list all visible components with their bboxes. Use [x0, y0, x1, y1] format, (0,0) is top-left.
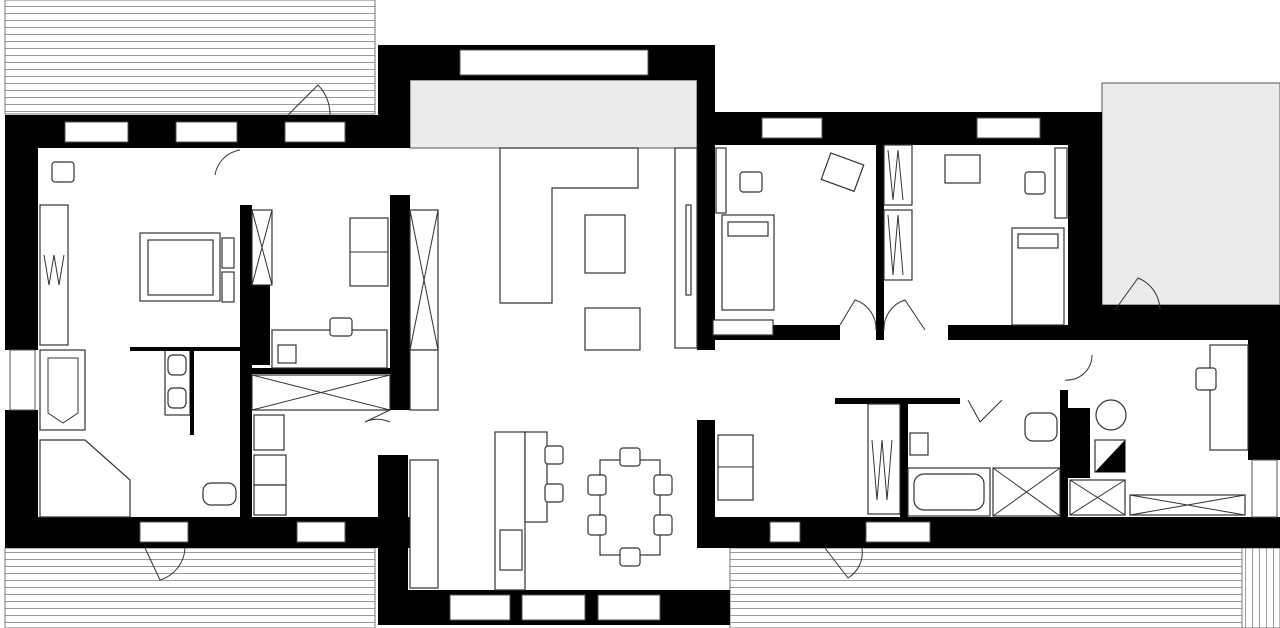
shaded-area-right	[1101, 82, 1280, 306]
shower-tray	[992, 467, 1061, 517]
desk-study	[271, 329, 388, 369]
doors	[144, 84, 1161, 581]
sink	[253, 414, 285, 451]
bed-master	[139, 232, 235, 303]
wardrobe-hall	[409, 209, 439, 351]
bed-single	[1011, 227, 1065, 326]
round-table	[1095, 399, 1127, 431]
coffee-table	[584, 214, 626, 274]
shaded-area-top	[409, 79, 698, 149]
radiator	[712, 319, 774, 336]
armchair	[944, 154, 981, 184]
armchair	[820, 152, 865, 193]
toilet	[1024, 412, 1058, 442]
bar-stools	[544, 445, 564, 503]
wardrobe-left	[39, 204, 69, 346]
wardrobe-study	[251, 209, 273, 286]
desk	[1054, 147, 1068, 219]
terrace-bottom-right	[729, 547, 1280, 628]
chair-icon	[1024, 171, 1046, 195]
sofa-corner	[499, 147, 639, 304]
armchair	[584, 307, 641, 351]
wardrobe-bath	[867, 403, 901, 515]
chair-icon	[51, 161, 75, 183]
bathtub	[39, 349, 86, 431]
fireplace	[1094, 439, 1126, 473]
kitchen-sink	[499, 529, 523, 571]
bed-single	[721, 214, 775, 311]
cabinet	[1069, 479, 1126, 516]
entry-closet	[409, 349, 439, 589]
armchair	[349, 217, 389, 287]
washing-machine	[253, 454, 287, 516]
sauna-bench	[39, 439, 131, 518]
bathtub	[907, 467, 991, 517]
chair-icon	[329, 317, 353, 337]
shower	[251, 374, 391, 411]
desk	[715, 147, 727, 214]
toilet	[202, 482, 237, 506]
sink	[909, 432, 929, 456]
dining-table	[587, 447, 673, 567]
sinks-master	[164, 349, 191, 416]
windows	[9, 49, 1278, 621]
terrace-top-left	[4, 0, 376, 115]
terrace-bottom-left	[4, 547, 376, 628]
wardrobe-bedrooms	[883, 144, 913, 281]
chair-icon	[739, 171, 763, 193]
armchair	[717, 434, 754, 501]
tv-cabinet	[674, 147, 698, 349]
desk	[1209, 344, 1249, 451]
bench	[1129, 494, 1246, 516]
chair-icon	[1195, 367, 1217, 391]
